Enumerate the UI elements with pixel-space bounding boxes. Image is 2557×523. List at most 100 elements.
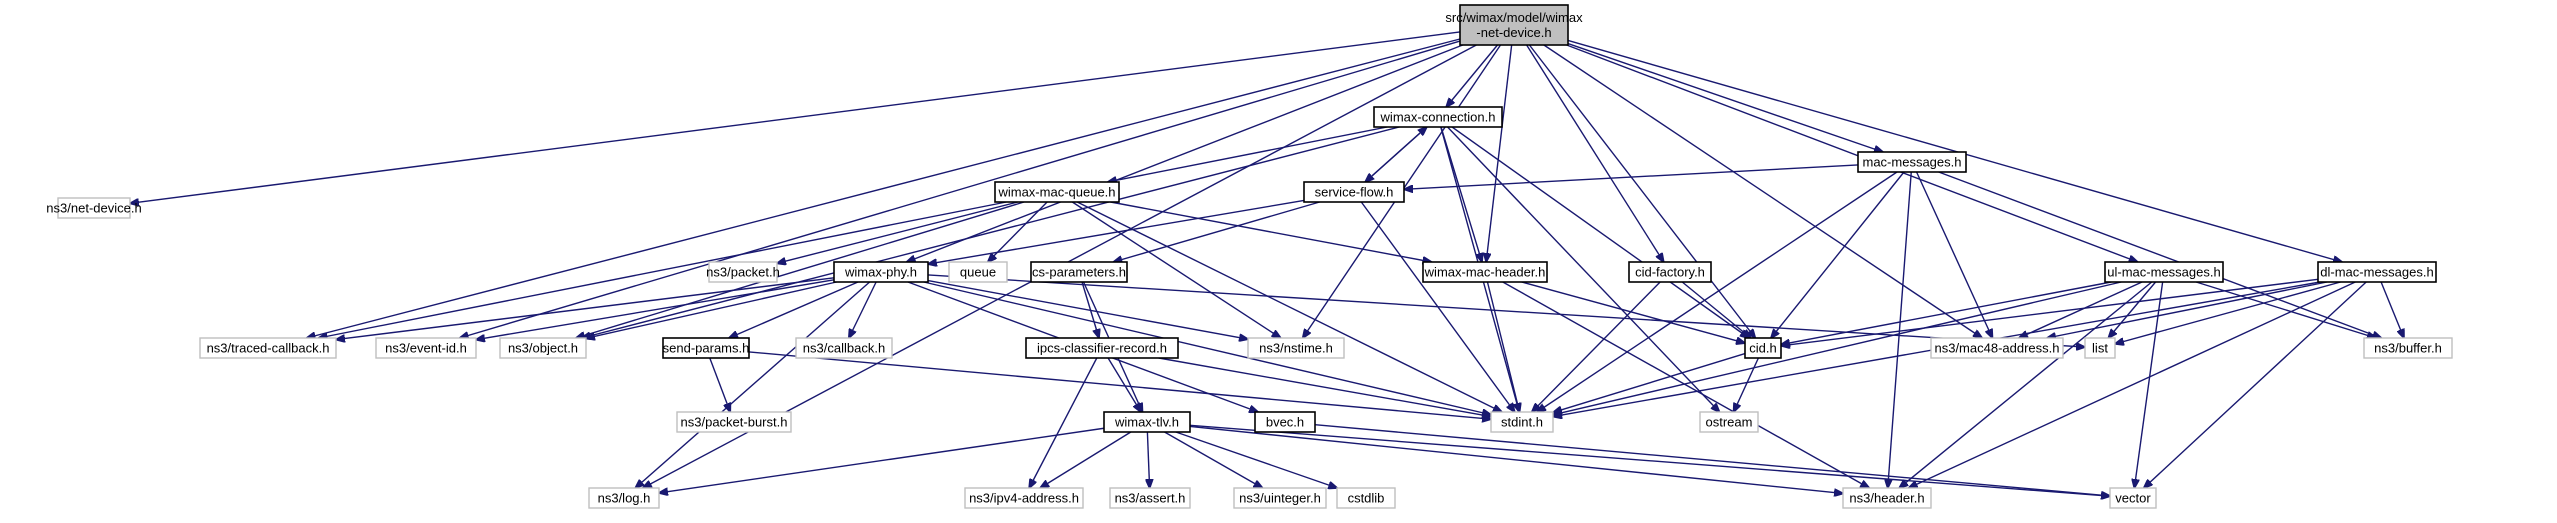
node-label: cs-parameters.h	[1032, 265, 1126, 280]
node-header: ns3/header.h	[1842, 487, 1932, 509]
node-box	[1025, 337, 1179, 359]
node-vector: vector	[2109, 487, 2157, 509]
edge-wtlv-to-assert	[1147, 431, 1149, 488]
edge-dlmac-to-cid	[1781, 278, 2319, 345]
node-uinteger: ns3/uinteger.h	[1233, 487, 1327, 509]
node-box	[1744, 337, 1782, 359]
edge-macmsg-to-mac48	[1915, 171, 1993, 338]
edge-wconn-to-ostream	[1447, 126, 1720, 412]
node-netdevice: ns3/net-device.h	[46, 197, 142, 219]
edge-wmq-to-wmh	[1110, 201, 1432, 262]
node-bvec[interactable]: bvec.h	[1254, 411, 1316, 433]
node-wphy[interactable]: wimax-phy.h	[833, 261, 929, 283]
edge-wmq-to-queue	[988, 201, 1048, 262]
edge-ulmac-to-list	[2108, 281, 2157, 338]
node-wmq[interactable]: wimax-mac-queue.h	[994, 181, 1120, 203]
node-label: ipcs-classifier-record.h	[1037, 341, 1167, 356]
edge-ulmac-to-vector	[2134, 281, 2164, 488]
edge-root-to-ulmac	[1566, 44, 2138, 262]
node-cid[interactable]: cid.h	[1744, 337, 1782, 359]
node-ulmac[interactable]: ul-mac-messages.h	[2104, 261, 2224, 283]
edge-ulmac-to-mac48	[2019, 281, 2143, 338]
node-label: cid-factory.h	[1635, 265, 1705, 280]
node-box	[1254, 411, 1316, 433]
node-cstdlib: cstdlib	[1336, 487, 1396, 509]
node-ipv4: ns3/ipv4-address.h	[964, 487, 1084, 509]
edge-root-to-netdevice	[130, 31, 1461, 203]
edge-wconn-to-wmq	[1108, 126, 1388, 182]
node-label: vector	[2115, 491, 2151, 506]
node-label: ns3/packet.h	[706, 265, 780, 280]
node-box	[1247, 337, 1345, 359]
node-box	[708, 261, 778, 283]
node-object: ns3/object.h	[499, 337, 587, 359]
node-box	[676, 411, 792, 433]
node-box	[2363, 337, 2453, 359]
edge-macmsg-to-sflow	[1404, 164, 1859, 189]
node-label: ns3/object.h	[508, 341, 578, 356]
edge-wtlv-to-cstdlib	[1175, 431, 1337, 488]
node-sendparams[interactable]: send-params.h	[662, 337, 750, 359]
node-label: wimax-mac-queue.h	[997, 185, 1115, 200]
node-box	[2317, 261, 2437, 283]
edge-wphy-to-eventid	[476, 279, 835, 340]
node-sflow[interactable]: service-flow.h	[1303, 181, 1405, 203]
node-root[interactable]: src/wimax/model/wimax-net-device.h	[1445, 4, 1583, 46]
edge-wmh-to-stdint	[1486, 281, 1519, 412]
node-ipcs[interactable]: ipcs-classifier-record.h	[1025, 337, 1179, 359]
edge-ulmac-to-header	[1899, 281, 2153, 488]
edge-cidfac-to-cid	[1681, 281, 1751, 338]
edge-cid-to-stdint	[1553, 352, 1746, 413]
node-label: list	[2092, 341, 2108, 356]
edge-wtlv-to-header	[1189, 425, 1843, 493]
edge-wtlv-to-vector	[1189, 424, 2110, 496]
node-tracedcb: ns3/traced-callback.h	[199, 337, 337, 359]
node-eventid: ns3/event-id.h	[375, 337, 477, 359]
node-ostream: ostream	[1699, 411, 1759, 433]
node-box	[499, 337, 587, 359]
edge-root-to-cid	[1528, 44, 1755, 338]
edge-dlmac-to-buffer	[2380, 281, 2404, 338]
edge-cidfac-to-stdint	[1532, 281, 1661, 412]
node-wconn[interactable]: wimax-connection.h	[1373, 106, 1503, 128]
edge-root-to-mac48	[1543, 44, 1982, 338]
node-label: ul-mac-messages.h	[2107, 265, 2220, 280]
edge-dlmac-to-list	[2115, 281, 2341, 344]
node-box	[833, 261, 929, 283]
edge-root-to-cidfac	[1526, 44, 1664, 262]
node-label: queue	[960, 265, 996, 280]
node-cidfac[interactable]: cid-factory.h	[1628, 261, 1712, 283]
node-nstime: ns3/nstime.h	[1247, 337, 1345, 359]
node-label: cid.h	[1749, 341, 1776, 356]
edge-wphy-to-sendparams	[729, 281, 859, 338]
node-box	[1857, 151, 1967, 173]
edge-wmq-to-stdint	[1076, 201, 1502, 412]
node-box	[1459, 4, 1569, 46]
edge-ipcs-to-wtlv	[1107, 357, 1141, 412]
edge-ipcs-to-ipv4	[1029, 357, 1098, 488]
node-label: service-flow.h	[1315, 185, 1394, 200]
node-box	[1233, 487, 1327, 509]
node-box	[662, 337, 750, 359]
node-label: ns3/traced-callback.h	[207, 341, 330, 356]
edge-wtlv-to-log	[659, 427, 1105, 493]
node-buffer: ns3/buffer.h	[2363, 337, 2453, 359]
node-box	[1103, 411, 1191, 433]
edge-wmq-to-tracedcb	[319, 201, 1007, 338]
node-box	[1303, 181, 1405, 203]
node-label: ns3/header.h	[1849, 491, 1924, 506]
edge-cid-to-ostream	[1734, 357, 1760, 412]
edge-wmh-to-cid	[1521, 281, 1745, 343]
node-csparam[interactable]: cs-parameters.h	[1030, 261, 1128, 283]
edge-wmh-to-header	[1502, 281, 1869, 488]
edge-root-to-tracedcb	[307, 38, 1461, 338]
node-box	[1699, 411, 1759, 433]
node-dlmac[interactable]: dl-mac-messages.h	[2317, 261, 2437, 283]
node-macmsg[interactable]: mac-messages.h	[1857, 151, 1967, 173]
edge-wphy-to-list	[927, 274, 2085, 347]
node-wtlv[interactable]: wimax-tlv.h	[1103, 411, 1191, 433]
node-label: mac-messages.h	[1863, 155, 1962, 170]
node-wmh[interactable]: wimax-mac-header.h	[1422, 261, 1548, 283]
node-label: ns3/packet-burst.h	[681, 415, 788, 430]
edge-sflow-to-wconn	[1364, 127, 1427, 183]
